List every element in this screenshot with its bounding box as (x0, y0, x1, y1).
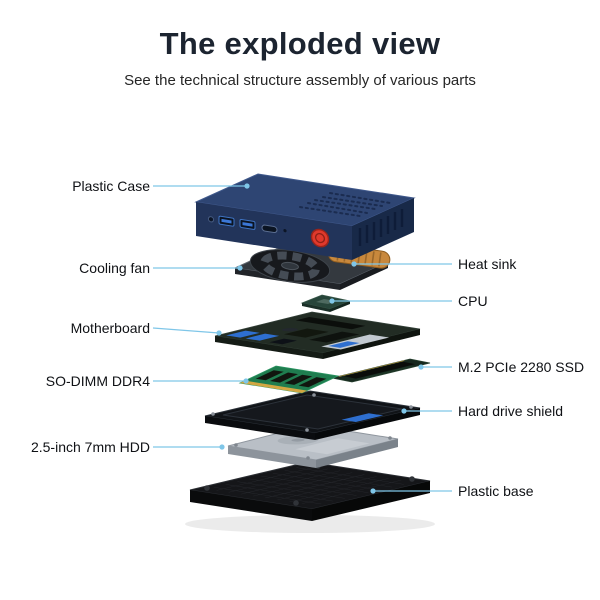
leader-dot-plastic-case (244, 183, 250, 189)
case-side-vents (358, 209, 404, 246)
leader-dot-heat-sink (351, 261, 357, 267)
leader-line-motherboard (152, 327, 220, 334)
label-so-dimm-ddr4: SO-DIMM DDR4 (45, 373, 150, 389)
label-motherboard: Motherboard (70, 320, 150, 336)
m2-ssd-part (331, 358, 431, 383)
page-title: The exploded view (159, 26, 441, 61)
leader-dot-motherboard (216, 330, 222, 336)
leader-dots (216, 183, 424, 494)
so-dimm-part (238, 365, 340, 394)
case-front-ports (207, 215, 330, 248)
label-cpu: CPU (458, 293, 488, 309)
label-hdd: 2.5-inch 7mm HDD (30, 439, 150, 455)
m2-ssd-details (338, 360, 416, 379)
base-grid (213, 466, 405, 505)
leader-dot-m2-ssd (418, 364, 424, 370)
pinhole (283, 229, 287, 233)
plastic-case-part (194, 173, 416, 260)
leader-dot-cpu (329, 298, 335, 304)
leader-dot-shield (401, 408, 407, 414)
leader-dot-cooling-fan (237, 265, 243, 271)
label-cooling-fan: Cooling fan (79, 260, 150, 276)
case-top-vents (299, 192, 391, 217)
so-dimm-details (240, 370, 327, 393)
cpu-part (300, 294, 352, 312)
page-subtitle: See the technical structure assembly of … (124, 72, 476, 89)
leader-lines (152, 185, 452, 492)
motherboard-part (214, 311, 421, 359)
base-shadow (185, 515, 435, 533)
label-plastic-case: Plastic Case (72, 178, 150, 194)
label-hard-drive-shield: Hard drive shield (458, 403, 564, 419)
hard-drive-shield-part (204, 390, 421, 440)
label-plastic-base: Plastic base (458, 483, 534, 499)
audio-jack (207, 216, 215, 223)
power-button (310, 228, 330, 248)
shield-details (341, 413, 384, 422)
label-heat-sink: Heat sink (458, 256, 517, 272)
leader-dot-base (370, 488, 376, 494)
leader-dot-hdd (219, 444, 225, 450)
motherboard-components (226, 317, 390, 350)
usb-c-port (261, 224, 278, 234)
label-m2-ssd: M.2 PCIe 2280 SSD (458, 359, 585, 375)
leader-dot-so-dimm (243, 378, 249, 384)
